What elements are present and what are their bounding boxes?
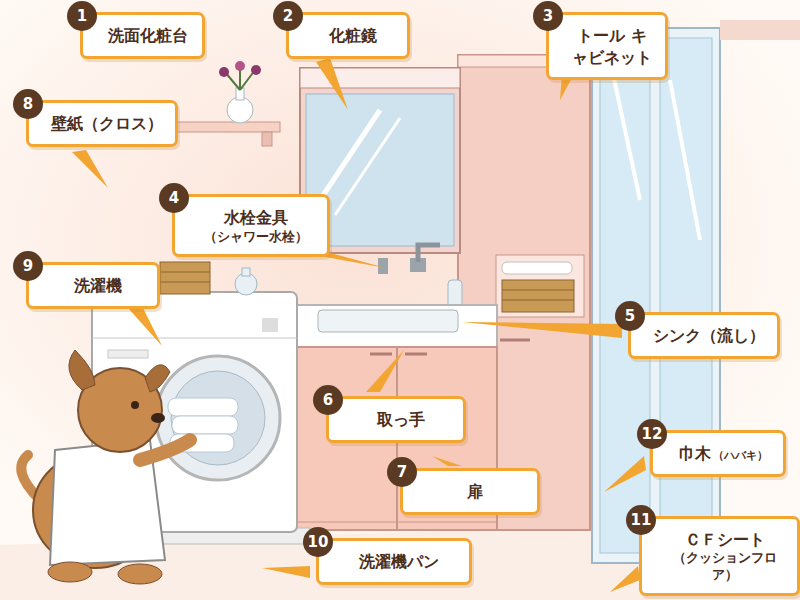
callout-number: 5 xyxy=(615,301,645,331)
part-subname: （シャワー水栓） xyxy=(197,229,315,246)
dog-figure xyxy=(21,350,190,584)
part-name: ＣＦシート xyxy=(685,530,765,549)
callout-number: 7 xyxy=(387,457,417,487)
part-name: 巾木 xyxy=(679,444,711,463)
folding-door xyxy=(592,20,800,563)
part-name: 壁紙（クロス） xyxy=(51,114,163,133)
callout-number: 8 xyxy=(13,89,43,119)
callout-box: 8壁紙（クロス） xyxy=(26,100,178,147)
callout-box: 10洗濯機パン xyxy=(316,538,472,585)
part-name: トール キャビネット xyxy=(572,26,652,67)
callout-box: 4水栓金具（シャワー水栓） xyxy=(172,194,330,257)
callout-box: 1洗面化粧台 xyxy=(80,12,205,59)
part-name: シンク（流し） xyxy=(653,326,765,345)
callout-number: 3 xyxy=(533,1,563,31)
callout-box: 12巾木（ハバキ） xyxy=(650,430,786,477)
part-name: 洗濯機 xyxy=(74,276,122,295)
callout-number: 1 xyxy=(67,1,97,31)
callout-number: 10 xyxy=(303,527,333,557)
callout-number: 11 xyxy=(626,505,656,535)
part-name: 洗面化粧台 xyxy=(108,26,188,45)
part-subname: （ハバキ） xyxy=(713,449,768,462)
part-subname: （クッションフロア） xyxy=(664,550,785,584)
part-name: 水栓金具 xyxy=(224,208,288,227)
vanity-unit xyxy=(297,245,497,530)
callout-number: 4 xyxy=(159,183,189,213)
part-name: 化粧鏡 xyxy=(329,26,377,45)
callout-box: 5シンク（流し） xyxy=(628,312,780,359)
part-name: 洗濯機パン xyxy=(359,552,439,571)
callout-number: 6 xyxy=(313,385,343,415)
callout-box: 9洗濯機 xyxy=(26,262,160,309)
part-name: 取っ手 xyxy=(377,410,425,429)
callout-box: 6取っ手 xyxy=(326,396,466,443)
callout-box: 2化粧鏡 xyxy=(286,12,410,59)
callout-box: 7扉 xyxy=(400,468,540,515)
part-name: 扉 xyxy=(467,482,483,501)
callout-number: 9 xyxy=(13,251,43,281)
callout-box: 3トール キャビネット xyxy=(546,12,668,80)
callout-number: 12 xyxy=(637,419,667,449)
callout-box: 11ＣＦシート（クッションフロア） xyxy=(639,516,800,596)
callout-number: 2 xyxy=(273,1,303,31)
